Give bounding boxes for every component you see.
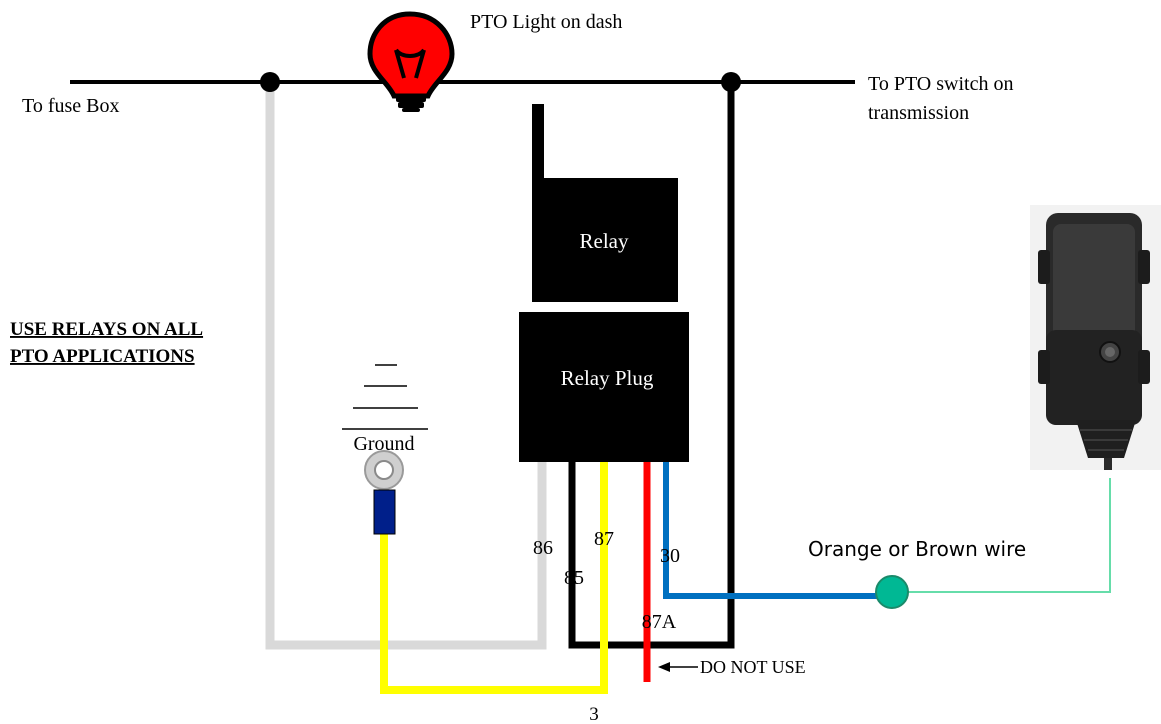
wire-connection-node xyxy=(875,575,909,609)
fuse-box-label: To fuse Box xyxy=(22,95,119,117)
pto-switch-label-line2: transmission xyxy=(868,102,969,124)
gray-wire-86 xyxy=(265,82,547,650)
pto-switch-label-line1: To PTO switch on xyxy=(868,73,1013,95)
right-junction-dot xyxy=(721,72,741,92)
pin-86-label: 86 xyxy=(533,537,553,559)
relay-plug-box xyxy=(519,312,689,462)
ground-label: Ground xyxy=(353,433,414,455)
orange-brown-wire-label: Orange or Brown wire xyxy=(808,537,1026,561)
pin-87-label: 87 xyxy=(594,528,614,550)
pto-light-label: PTO Light on dash xyxy=(470,11,622,33)
pin-87a-label: 87A xyxy=(642,611,677,633)
use-relays-warning-line1: USE RELAYS ON ALL xyxy=(10,319,203,340)
tracker-device-image xyxy=(1030,205,1161,470)
relay-label: Relay xyxy=(580,229,629,253)
ground-ring-terminal-icon xyxy=(364,450,404,535)
use-relays-warning-line2: PTO APPLICATIONS xyxy=(10,346,195,367)
yellow-wire-87 xyxy=(380,458,608,694)
do-not-use-label: DO NOT USE xyxy=(700,657,806,677)
pto-light-bulb-icon xyxy=(367,11,455,112)
green-wire-device xyxy=(892,478,1111,593)
relay-tab xyxy=(532,104,544,184)
pin-30-label: 30 xyxy=(660,545,680,567)
left-junction-dot xyxy=(260,72,280,92)
relay-box xyxy=(532,178,678,302)
black-wire-85 xyxy=(568,82,735,649)
relay-plug-label: Relay Plug xyxy=(561,366,654,390)
pin-3-label: 3 xyxy=(589,704,599,724)
ground-symbol-icon xyxy=(342,364,428,430)
pin-85-label: 85 xyxy=(564,567,584,589)
blue-wire-30 xyxy=(663,458,890,599)
do-not-use-arrow-icon xyxy=(658,662,698,672)
